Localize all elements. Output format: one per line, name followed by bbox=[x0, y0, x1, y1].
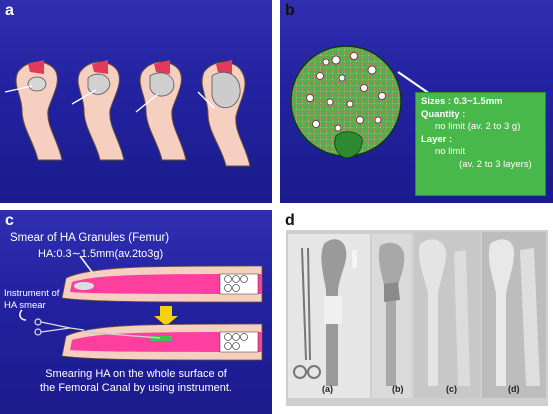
femur-upper bbox=[61, 255, 263, 303]
quantity-value: no limit (av. 2 to 3 g) bbox=[435, 121, 521, 132]
panel-c-illustration bbox=[19, 255, 263, 361]
layer-value-1: no limit bbox=[435, 146, 466, 157]
acetabulum-step-2 bbox=[71, 60, 125, 161]
panel-a: a bbox=[0, 0, 272, 203]
forceps-icon bbox=[34, 318, 85, 336]
layer-value-2: (av. 2 to 3 layers) bbox=[459, 158, 532, 170]
panel-a-label: a bbox=[5, 2, 14, 19]
granule-markers bbox=[306, 52, 386, 132]
panel-b-illustration bbox=[290, 45, 431, 159]
caption-c: (c) bbox=[446, 384, 457, 394]
curved-arrow-icon bbox=[19, 309, 27, 321]
acetabulum-step-3 bbox=[135, 60, 187, 161]
panel-c-caption-2: the Femoral Canal by using instrument. bbox=[40, 382, 232, 394]
panel-d-photograph bbox=[286, 230, 548, 406]
femur-lower bbox=[61, 323, 263, 361]
acetabulum-step-1 bbox=[4, 60, 63, 161]
panel-c-subtitle: HA:0.3∼1.5mm(av.2to3g) bbox=[38, 248, 164, 260]
specimen-d bbox=[488, 239, 540, 386]
panel-c: c Smear of HA Granules (Femur) HA:0.3∼1.… bbox=[0, 210, 272, 414]
instrument-label-2: HA smear bbox=[4, 300, 46, 311]
acetabulum-step-4 bbox=[197, 60, 251, 167]
granule-cluster bbox=[334, 131, 363, 159]
panel-c-title: Smear of HA Granules (Femur) bbox=[10, 232, 170, 244]
caption-a: (a) bbox=[322, 384, 333, 394]
panel-c-label: c bbox=[5, 212, 14, 229]
panel-d: d bbox=[280, 210, 553, 414]
specimen-b bbox=[378, 242, 405, 386]
sizes-label: Sizes : 0.3~1.5mm bbox=[421, 96, 503, 107]
caption-d: (d) bbox=[508, 384, 520, 394]
instrument-label-1: Instrument of bbox=[4, 288, 60, 299]
panel-b: b Sizes : 0.3~1.5mm Quantity : no limit … bbox=[280, 0, 553, 203]
panel-d-label: d bbox=[285, 212, 295, 229]
pointer-line bbox=[397, 71, 431, 95]
granule-info-box: Sizes : 0.3~1.5mm Quantity : no limit (a… bbox=[415, 92, 546, 196]
layer-label: Layer : bbox=[421, 133, 453, 145]
panel-c-caption-1: Smearing HA on the whole surface of bbox=[45, 368, 227, 380]
panel-c-background bbox=[0, 210, 272, 414]
down-arrow bbox=[154, 306, 178, 326]
caption-b: (b) bbox=[392, 384, 404, 394]
specimen-a bbox=[293, 239, 357, 386]
panel-b-label: b bbox=[285, 2, 295, 19]
panel-a-illustration bbox=[4, 60, 251, 167]
specimen-c bbox=[419, 239, 470, 386]
quantity-label: Quantity : bbox=[421, 108, 466, 120]
